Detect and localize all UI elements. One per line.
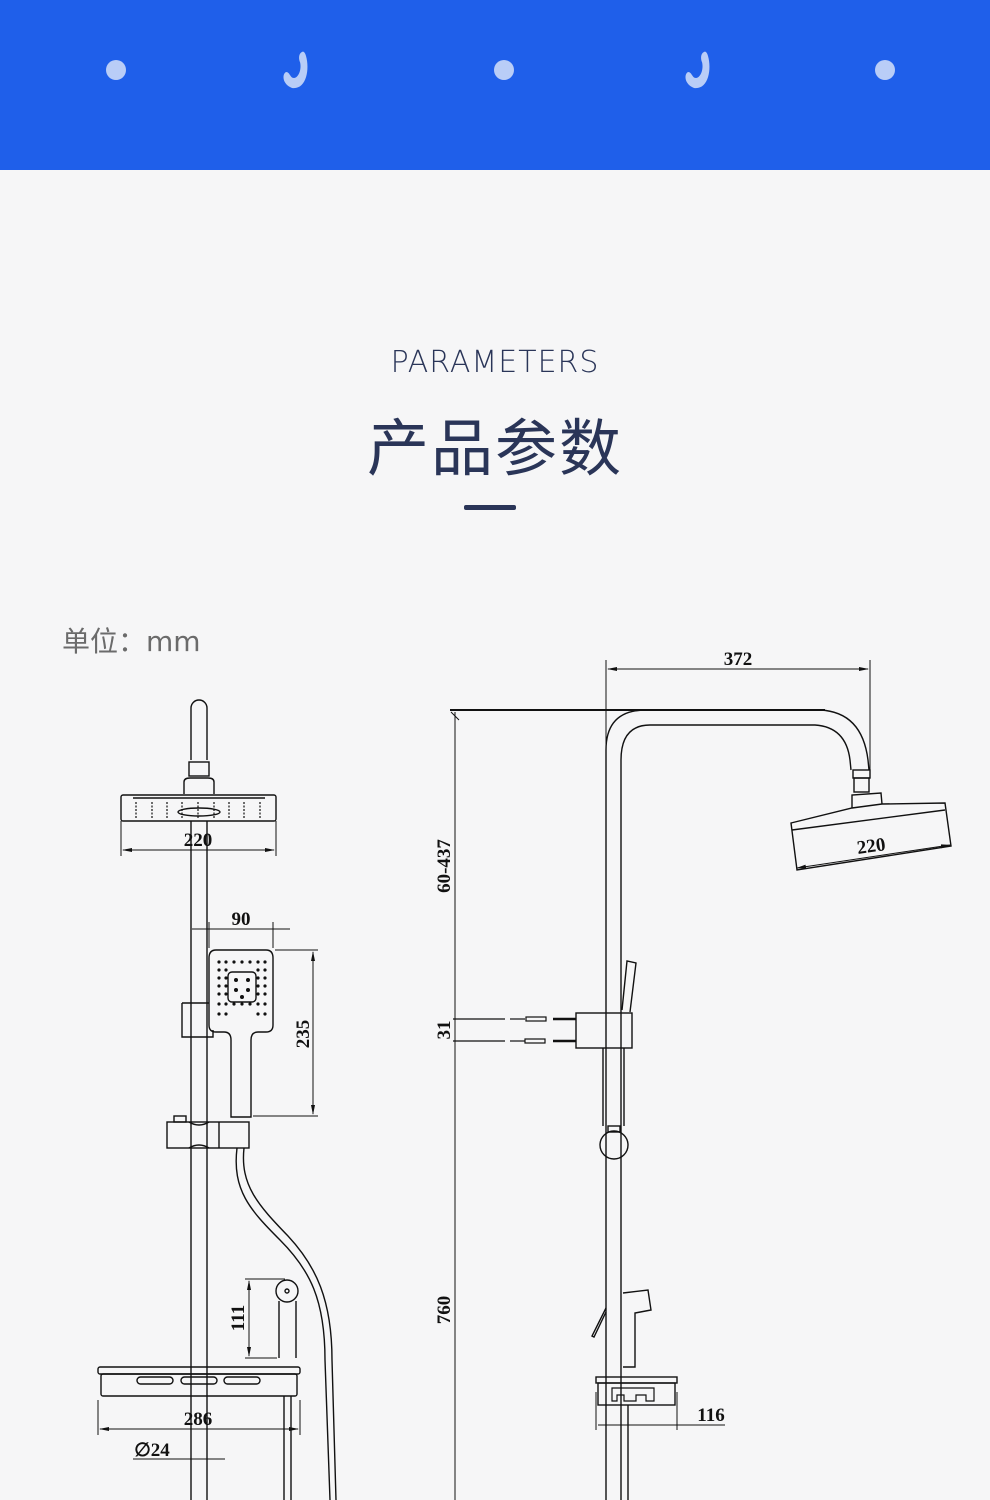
front-connector bbox=[188, 761, 210, 777]
dim-hand-shower-length: 235 bbox=[293, 1020, 314, 1049]
dim-front-overhead-width: 220 bbox=[184, 830, 213, 851]
front-dimensions bbox=[97, 821, 318, 1460]
front-bidet-sprayer bbox=[275, 1279, 299, 1358]
front-slider bbox=[166, 1115, 250, 1149]
side-arm-outer bbox=[605, 709, 870, 771]
dim-rail-height: 760 bbox=[434, 1296, 455, 1325]
dim-holder-depth: 116 bbox=[697, 1405, 724, 1426]
front-overhead-shower bbox=[120, 794, 277, 822]
decor-hook-icon bbox=[283, 51, 308, 89]
top-banner bbox=[0, 0, 990, 170]
dim-arm-reach: 372 bbox=[724, 649, 753, 670]
dim-hand-shower-width: 90 bbox=[232, 909, 251, 930]
side-slider-knob bbox=[599, 1130, 629, 1160]
side-view bbox=[450, 709, 952, 1500]
dim-mount-spacing: 31 bbox=[434, 1021, 455, 1040]
section-title-cn: 产品参数 bbox=[366, 412, 623, 485]
front-hose-outer bbox=[235, 1147, 331, 1500]
front-top-pipe bbox=[190, 699, 208, 760]
decor-hook-icon bbox=[685, 51, 710, 89]
dim-height-adjust: 60-437 bbox=[434, 839, 455, 893]
front-holder-bracket bbox=[181, 1002, 214, 1038]
front-shelf bbox=[97, 1366, 301, 1397]
title-underline bbox=[464, 505, 516, 510]
front-view bbox=[97, 699, 337, 1500]
unit-label: 单位：mm bbox=[62, 625, 201, 658]
side-holder bbox=[595, 1376, 678, 1384]
side-overhead-shower bbox=[790, 802, 952, 871]
dim-rail-diameter: ∅24 bbox=[134, 1440, 170, 1461]
dim-bidet-height: 111 bbox=[228, 1305, 249, 1331]
decor-dot-icon bbox=[494, 60, 514, 80]
decor-dot-icon bbox=[106, 60, 126, 80]
front-hand-shower bbox=[208, 949, 274, 1118]
front-hose-inner bbox=[242, 1147, 337, 1500]
section-title-en: PARAMETERS bbox=[390, 345, 600, 380]
side-bidet-sprayer bbox=[622, 1289, 652, 1368]
front-neck bbox=[183, 777, 215, 794]
decor-dot-icon bbox=[875, 60, 895, 80]
dim-shelf-width: 286 bbox=[184, 1409, 213, 1430]
side-arm-inner bbox=[620, 724, 852, 771]
side-dimensions bbox=[450, 660, 951, 1500]
dim-side-overhead-width: 220 bbox=[856, 834, 887, 859]
side-wall-bracket bbox=[575, 1012, 633, 1049]
